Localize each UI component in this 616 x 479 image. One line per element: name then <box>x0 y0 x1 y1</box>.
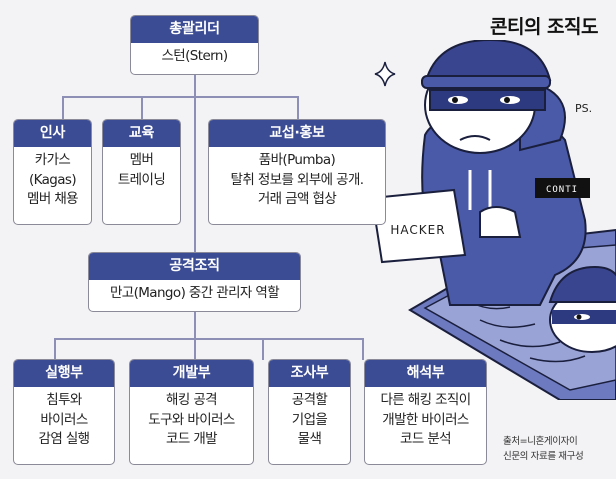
connector <box>62 96 64 120</box>
connector <box>141 96 143 120</box>
unit-line: 공격할 <box>291 392 328 408</box>
connector <box>62 96 299 98</box>
connector <box>54 338 364 340</box>
unit-research-header: 조사부 <box>269 360 350 387</box>
attack-org-header: 공격조직 <box>89 253 300 280</box>
connector <box>297 96 299 120</box>
unit-line: 개발한 바이러스 <box>382 411 469 428</box>
mask <box>429 89 546 111</box>
armband <box>535 178 590 198</box>
unit-line: 다른 해킹 조직이 <box>380 392 471 408</box>
beanie <box>423 40 552 87</box>
hand <box>479 206 522 238</box>
unit-line: 감염 실행 <box>38 431 91 447</box>
leader-header: 총괄리더 <box>131 16 258 43</box>
attack-org-box: 공격조직 만고(Mango) 중간 관리자 역할 <box>88 252 301 312</box>
unit-line: 코드 분석 <box>400 431 452 447</box>
unit-line: 멤버 <box>129 152 154 168</box>
second-beanie <box>548 265 616 303</box>
unit-line: (Kagas) <box>28 171 77 188</box>
beanie-band <box>421 75 551 89</box>
unit-analysis-header: 해석부 <box>365 360 486 387</box>
unit-education-header: 교육 <box>103 120 180 147</box>
credit-line: 출처=니혼게이자이 <box>503 436 578 447</box>
unit-hr: 인사 카가스 (Kagas) 멤버 채용 <box>13 119 92 225</box>
connector <box>194 74 196 378</box>
ripples <box>469 301 586 363</box>
unit-line: 품바(Pumba) <box>258 152 336 168</box>
sparkle-icon <box>374 61 396 87</box>
connector <box>262 338 264 360</box>
unit-line: 침투와 <box>46 392 82 408</box>
unit-line: 트레이닝 <box>117 171 166 188</box>
leader-name: 스턴(Stern) <box>161 48 228 64</box>
connector <box>362 338 364 360</box>
leader-box: 총괄리더 스턴(Stern) <box>130 15 259 75</box>
source-credit: 출처=니혼게이자이 신문의 자료를 재구성 <box>503 434 584 464</box>
unit-line: 코드 개발 <box>166 431 218 447</box>
unit-research: 조사부 공격할 기업을 물색 <box>268 359 351 465</box>
unit-line: 카가스 <box>34 152 71 168</box>
armband-text: CONTI <box>546 185 578 195</box>
unit-line: 도구와 바이러스 <box>148 411 235 428</box>
hacker-illustration: CONTI PS. HACKER <box>370 40 616 400</box>
unit-line: 기업을 <box>291 411 328 428</box>
sign-text: HACKER <box>390 223 445 237</box>
unit-education: 교육 멤버 트레이닝 <box>102 119 181 225</box>
ps-text: PS. <box>575 102 592 115</box>
hacker-sign <box>370 188 467 264</box>
unit-development-header: 개발부 <box>130 360 253 387</box>
unit-hr-header: 인사 <box>14 120 91 147</box>
unit-execution: 실행부 침투와 바이러스 감염 실행 <box>13 359 115 465</box>
unit-analysis: 해석부 다른 해킹 조직이 개발한 바이러스 코드 분석 <box>364 359 487 465</box>
unit-negotiation-pr: 교섭·홍보 품바(Pumba) 탈취 정보를 외부에 공개. 거래 금액 협상 <box>208 119 386 225</box>
unit-line: 멤버 채용 <box>27 191 79 207</box>
unit-development: 개발부 해킹 공격 도구와 바이러스 코드 개발 <box>129 359 254 465</box>
connector <box>54 338 56 360</box>
unit-execution-header: 실행부 <box>14 360 114 387</box>
unit-line: 해킹 공격 <box>166 392 218 408</box>
unit-line: 거래 금액 협상 <box>257 191 337 207</box>
chart-title: 콘티의 조직도 <box>490 16 599 38</box>
unit-line: 물색 <box>297 431 322 447</box>
attack-org-desc: 만고(Mango) 중간 관리자 역할 <box>109 285 280 301</box>
unit-line: 탈취 정보를 외부에 공개. <box>230 171 365 188</box>
unit-line: 바이러스 <box>40 411 88 428</box>
credit-line: 신문의 자료를 재구성 <box>503 451 584 462</box>
unit-negotiation-header: 교섭·홍보 <box>209 120 385 147</box>
